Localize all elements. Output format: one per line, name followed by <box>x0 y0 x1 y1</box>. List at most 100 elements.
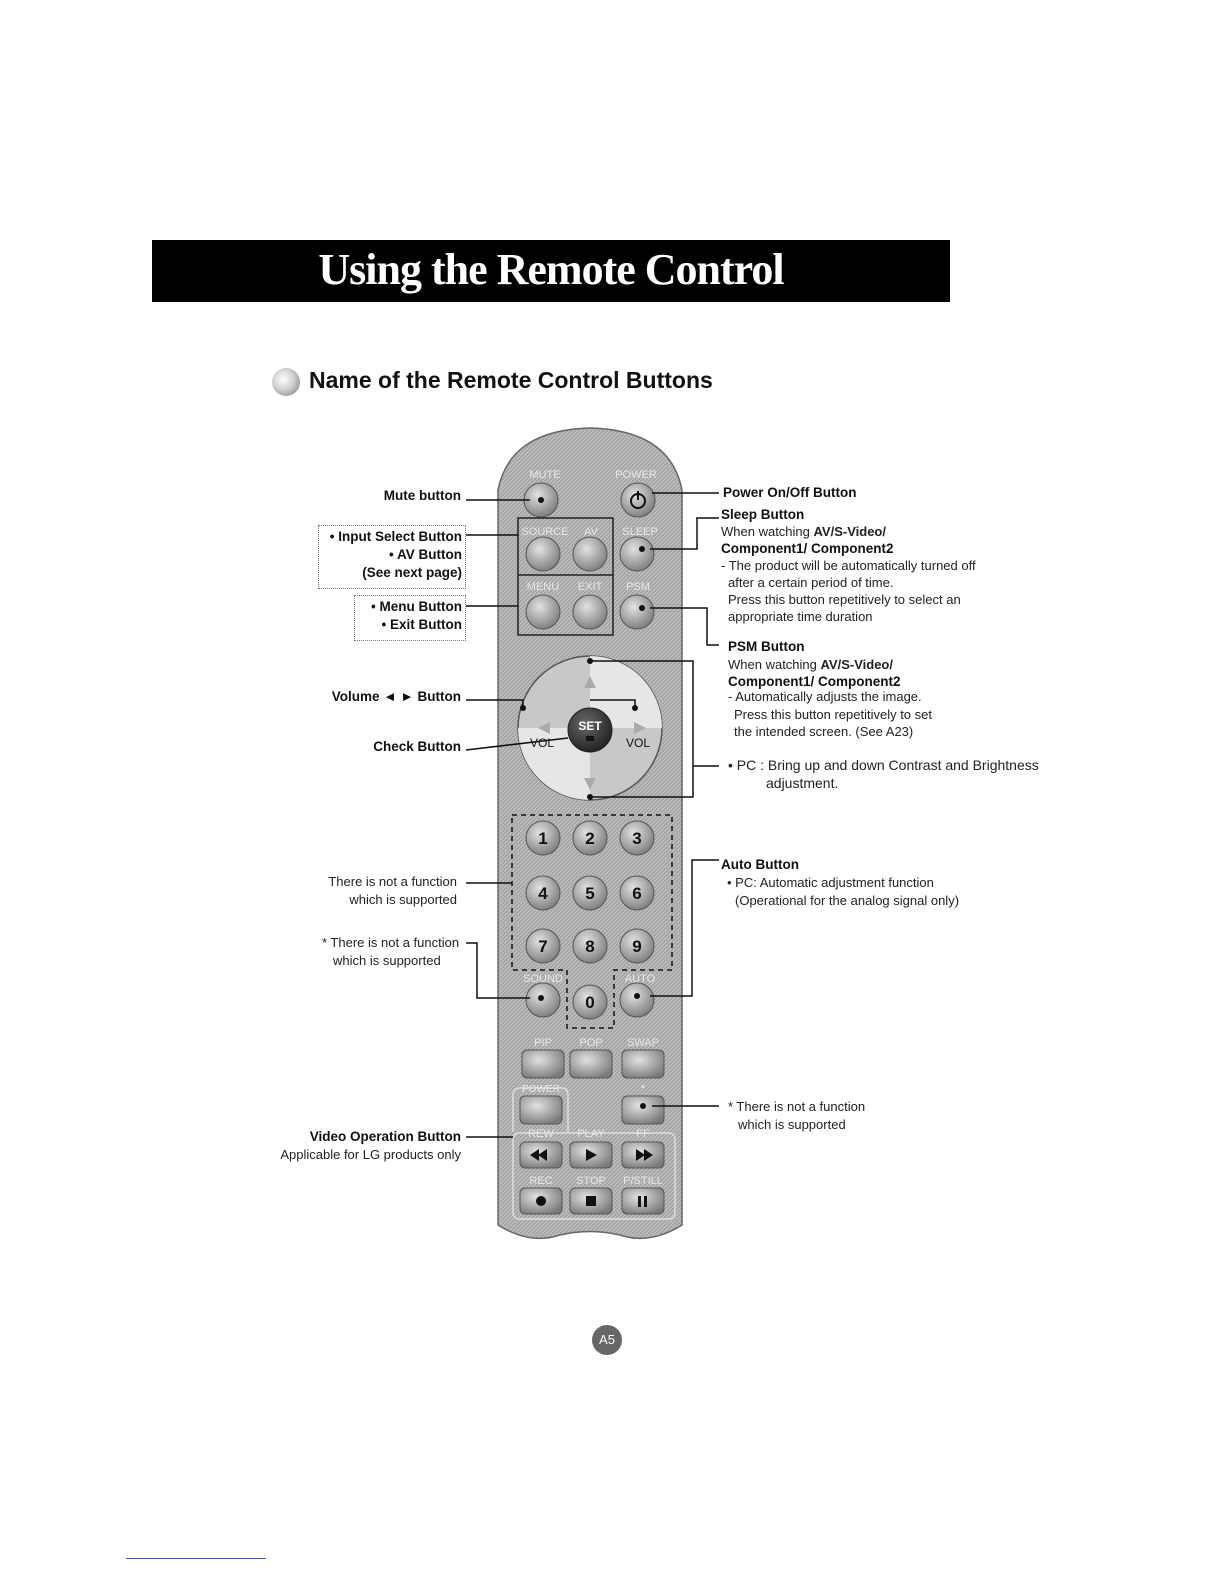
auto-label: Auto Button <box>721 857 799 872</box>
digit-6-caption: 6 <box>632 884 641 903</box>
volume-label: Volume ◄ ► Button <box>331 689 461 704</box>
play-icon <box>586 1149 597 1161</box>
no-function-label-1: There is not a function <box>328 874 457 889</box>
pc-contrast-label: • PC : Bring up and down Contrast and Br… <box>728 757 1039 773</box>
digit-7-button-shape <box>525 928 561 964</box>
psm-leader <box>650 607 719 646</box>
star-no-function-label-2: which is supported <box>738 1117 846 1132</box>
video-operation-note: Applicable for LG products only <box>280 1147 461 1162</box>
section-heading: Name of the Remote Control Buttons <box>309 367 713 393</box>
left-arrow-icon <box>538 722 550 734</box>
no-function-label-2b: which is supported <box>333 953 441 968</box>
no-function-label-1b: which is supported <box>349 892 457 907</box>
pop-button-shape <box>569 1049 613 1079</box>
digit-6-button-shape <box>619 875 655 911</box>
vol-right-caption: VOL <box>626 736 650 750</box>
record-icon <box>536 1196 546 1206</box>
psm-caption: PSM <box>626 581 650 593</box>
right-arrow-icon <box>634 722 646 734</box>
stop-caption: STOP <box>576 1175 606 1187</box>
digit-2-caption: 2 <box>585 829 594 848</box>
swap-button-shape <box>621 1049 665 1079</box>
digit-8-button-shape <box>572 928 608 964</box>
mute-label: Mute button <box>383 488 461 503</box>
input-select-label-box <box>318 525 466 589</box>
rewind-icon <box>530 1149 539 1161</box>
psm-button-shape <box>619 594 655 630</box>
play-caption: PLAY <box>577 1128 605 1140</box>
psm-component-text: Component1/ Component2 <box>728 674 901 689</box>
sleep-desc-2: after a certain period of time. <box>728 575 894 590</box>
source-caption: SOURCE <box>521 526 568 538</box>
menu-button-shape <box>525 594 561 630</box>
digit-8-caption: 8 <box>585 937 594 956</box>
digit-9-button-shape <box>619 928 655 964</box>
digit-2-button-shape <box>572 820 608 856</box>
up-arrow-icon <box>584 676 596 688</box>
sleep-label: Sleep Button <box>721 507 805 522</box>
star-caption: * <box>641 1083 646 1095</box>
sleep-component-text: Component1/ Component2 <box>721 541 894 556</box>
digit-0-button-shape <box>572 984 608 1020</box>
auto-desc-1: • PC: Automatic adjustment function <box>727 875 934 890</box>
digit-0-caption: 0 <box>585 993 594 1012</box>
mute-caption: MUTE <box>529 469 560 481</box>
av-label: • AV Button <box>389 547 462 562</box>
tv-power-caption: POWER <box>522 1084 560 1095</box>
sleep-watch-text: When watching <box>721 524 814 539</box>
digit-7-caption: 7 <box>538 937 547 956</box>
digit-9-caption: 9 <box>632 937 641 956</box>
check-label: Check Button <box>373 739 461 754</box>
swap-caption: SWAP <box>627 1037 659 1049</box>
see-next-page-label: (See next page) <box>362 565 462 580</box>
video-operation-label: Video Operation Button <box>309 1129 461 1144</box>
digit-1-caption: 1 <box>538 829 547 848</box>
down-arrow-icon <box>584 778 596 790</box>
pc-contrast-label-2: adjustment. <box>766 775 839 791</box>
fast-forward-icon <box>636 1149 645 1161</box>
no-function-label-2: * There is not a function <box>322 935 460 950</box>
digit-1-button-shape <box>525 820 561 856</box>
digit-3-caption: 3 <box>632 829 641 848</box>
sound-leader <box>466 942 530 999</box>
star-no-function-label: * There is not a function <box>728 1099 866 1114</box>
psm-label: PSM Button <box>728 639 805 654</box>
digit-4-button-shape <box>525 875 561 911</box>
pstill-caption: P/STILL <box>623 1175 663 1187</box>
pause-icon <box>638 1196 641 1207</box>
sound-caption: SOUND <box>523 973 563 985</box>
rew-caption: REW <box>528 1128 554 1140</box>
set-button-shape <box>567 707 613 753</box>
menu-caption: MENU <box>527 581 559 593</box>
tv-power-button-shape <box>519 1095 563 1125</box>
source-button-shape <box>525 536 561 572</box>
vol-left-caption: VOL <box>530 736 554 750</box>
auto-caption: AUTO <box>625 973 656 985</box>
pstill-button-shape <box>621 1187 665 1215</box>
rec-caption: REC <box>529 1175 552 1187</box>
av-caption: AV <box>584 526 599 538</box>
nav-leader <box>590 660 719 798</box>
ff-caption: FF <box>636 1128 650 1140</box>
digit-5-button-shape <box>572 875 608 911</box>
sleep-watch-bold: AV/S-Video/ <box>813 524 886 539</box>
sleep-leader <box>650 517 719 550</box>
sleep-desc-1: - The product will be automatically turn… <box>721 558 976 573</box>
pop-caption: POP <box>579 1037 602 1049</box>
sleep-button-shape <box>619 536 655 572</box>
page-number-badge: A5 <box>592 1325 622 1355</box>
auto-desc-2: (Operational for the analog signal only) <box>735 893 960 908</box>
pip-button-shape <box>521 1049 565 1079</box>
auto-button-shape <box>619 982 655 1018</box>
psm-desc-3: the intended screen. (See A23) <box>734 724 914 739</box>
set-caption: SET <box>578 719 602 733</box>
psm-watch-text: When watching <box>728 657 821 672</box>
star-button-shape <box>621 1095 665 1125</box>
exit-button-shape <box>572 594 608 630</box>
psm-desc-2: Press this button repetitively to set <box>734 707 932 722</box>
input-select-label: • Input Select Button <box>329 529 462 544</box>
exit-caption: EXIT <box>578 581 603 593</box>
pip-caption: PIP <box>534 1037 552 1049</box>
title-bar: Using the Remote Control <box>152 240 950 302</box>
